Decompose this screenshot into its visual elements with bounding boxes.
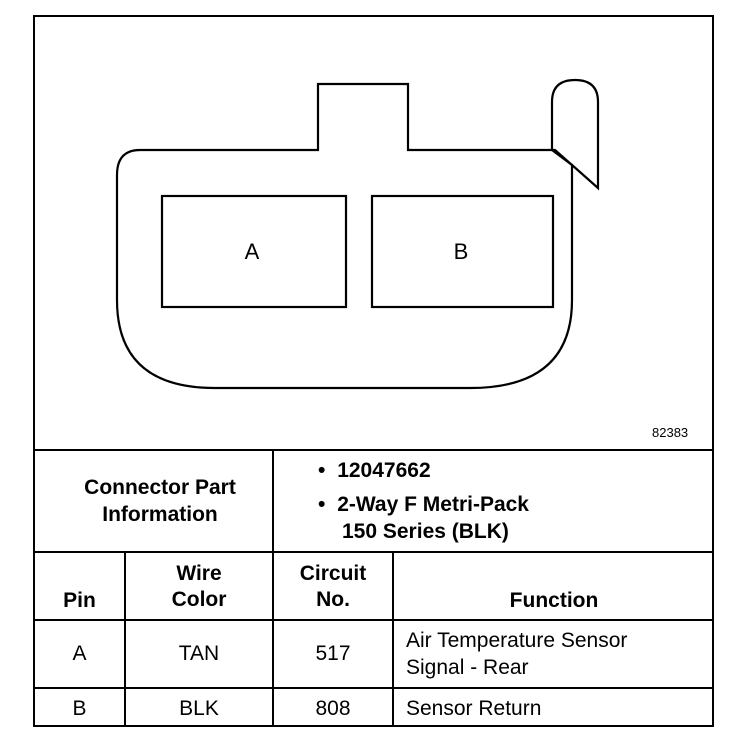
part-info-bottom-rule	[33, 551, 714, 553]
part-description-line1: 2-Way F Metri-Pack	[337, 493, 529, 516]
row-b-wire-color: BLK	[179, 697, 219, 720]
row-a-wire-color: TAN	[178, 642, 220, 665]
row-b-pin: B	[72, 697, 87, 720]
col-divider-pin	[124, 552, 126, 727]
header-function: Function	[509, 589, 599, 612]
row-a-pin: A	[72, 642, 87, 665]
pin-cavity-b	[370, 194, 555, 309]
row-a-function: Air Temperature Sensor Signal - Rear	[406, 629, 628, 679]
connector-lock-tab	[550, 78, 600, 191]
part-number: 12047662	[337, 459, 431, 482]
part-number-bullet: • 12047662	[318, 457, 431, 484]
diagram-frame	[33, 15, 714, 727]
part-description-line2: 150 Series (BLK)	[342, 520, 509, 543]
row-b-function: Sensor Return	[406, 697, 542, 720]
connector-face-drawing: A B	[115, 78, 600, 390]
header-wire-color: Wire Color	[171, 562, 227, 611]
pin-label-a: A	[245, 239, 260, 264]
part-info-divider	[272, 450, 274, 552]
header-circuit-no: Circuit No.	[299, 562, 367, 611]
col-divider-circuit	[392, 552, 394, 727]
row-b-circuit: 808	[315, 697, 351, 720]
bullet-dot: •	[318, 459, 326, 482]
pin-cavity-a	[160, 194, 348, 309]
part-description-bullet: • 2-Way F Metri-Pack 150 Series (BLK)	[318, 491, 529, 545]
table-top-rule	[33, 449, 714, 451]
header-pin: Pin	[63, 589, 96, 612]
col-divider-color	[272, 552, 274, 727]
part-info-title-line2: Information	[102, 503, 218, 526]
row-a-circuit: 517	[315, 642, 351, 665]
connector-body-outline	[115, 82, 574, 390]
figure-id: 82383	[652, 425, 689, 440]
bullet-dot: •	[318, 493, 326, 516]
part-info-title-line1: Connector Part	[84, 476, 236, 499]
pin-label-b: B	[454, 239, 469, 264]
row-a-bottom-rule	[33, 687, 714, 689]
part-info-title: Connector Part Information	[40, 474, 280, 528]
header-bottom-rule	[33, 619, 714, 621]
